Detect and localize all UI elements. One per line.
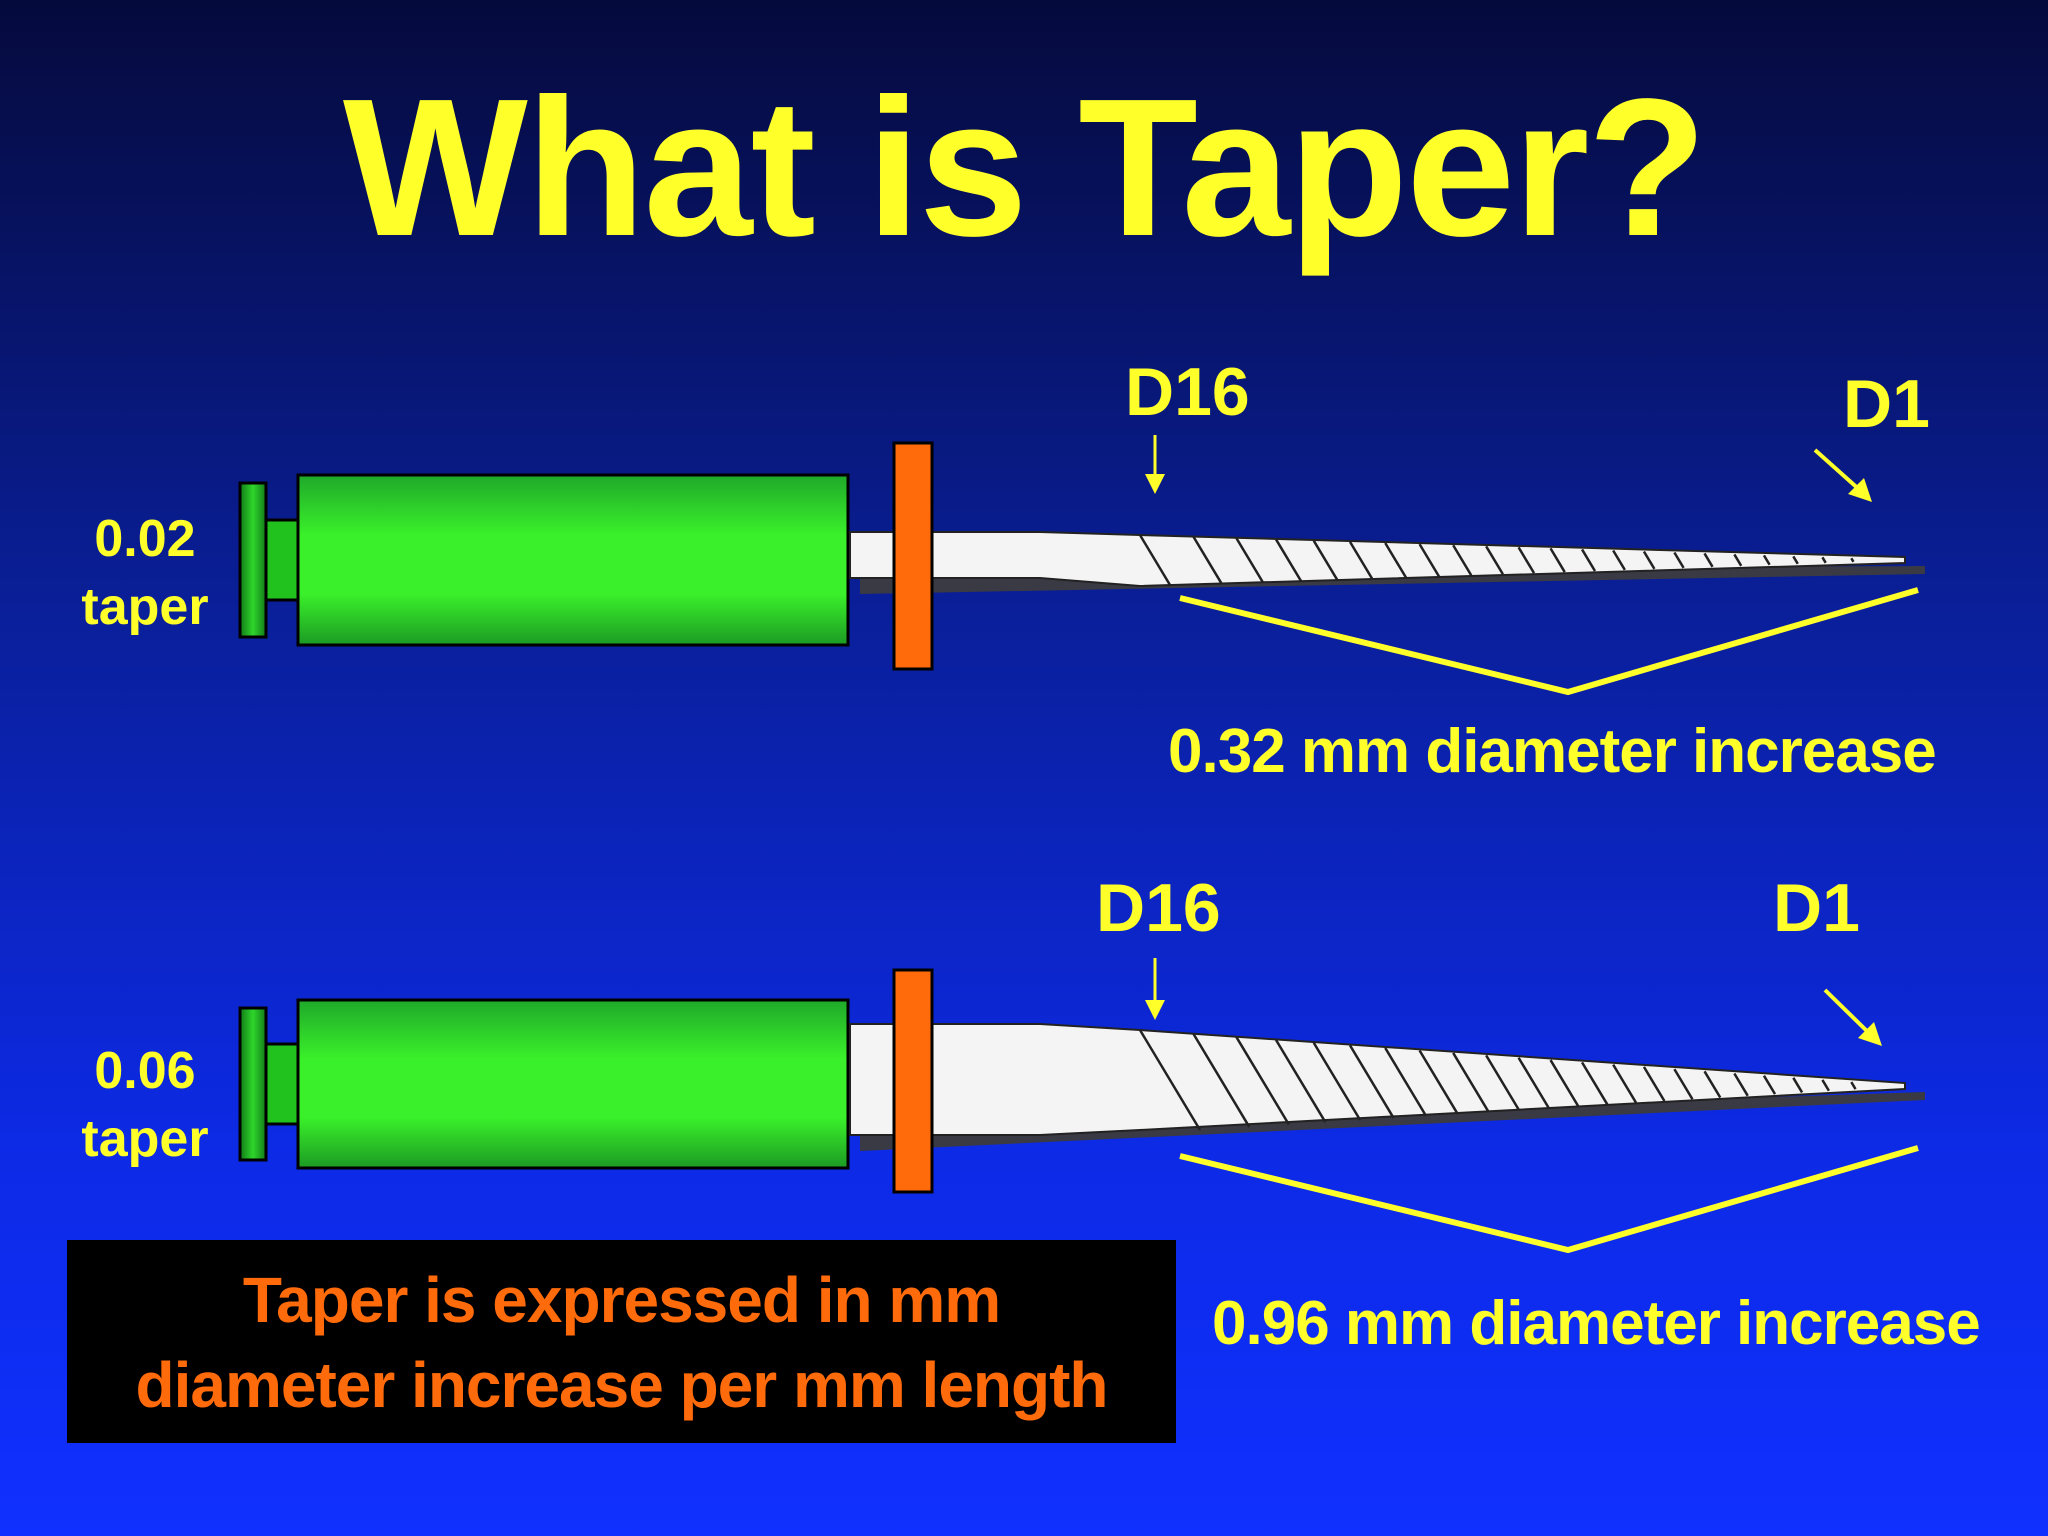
file-flutes-2 bbox=[1138, 1029, 1857, 1131]
file-shaft-1 bbox=[849, 531, 1906, 588]
d16-arrow-head-1 bbox=[1145, 474, 1165, 494]
shaft-shadow-2 bbox=[860, 1092, 1925, 1151]
diameter-increase-label-1: 0.32 mm diameter increase bbox=[1168, 717, 1937, 786]
handle-1 bbox=[296, 473, 850, 647]
d1-label-2: D1 bbox=[1773, 870, 1860, 946]
d1-arrow-1 bbox=[1813, 448, 1864, 494]
handle-neck-1 bbox=[264, 518, 300, 602]
d16-label-1: D16 bbox=[1125, 354, 1250, 430]
rubber-stop-2 bbox=[892, 968, 934, 1194]
taper-word-label-1: taper bbox=[81, 578, 209, 636]
definition-note-box: Taper is expressed in mm diameter increa… bbox=[67, 1240, 1176, 1443]
handle-end-cap-1 bbox=[238, 481, 268, 639]
handle-end-cap-2 bbox=[238, 1006, 268, 1162]
handle-2 bbox=[296, 998, 850, 1170]
measurement-brace-2 bbox=[1179, 1145, 1919, 1254]
d16-arrow-head-2 bbox=[1145, 1000, 1165, 1020]
d1-label-1: D1 bbox=[1843, 366, 1930, 442]
diameter-increase-label-2: 0.96 mm diameter increase bbox=[1212, 1289, 1981, 1358]
handle-neck-2 bbox=[264, 1042, 300, 1126]
taper-value-label-2: 0.06 bbox=[94, 1042, 196, 1100]
taper-value-label-1: 0.02 bbox=[94, 510, 196, 568]
d16-label-2: D16 bbox=[1096, 870, 1221, 946]
measurement-brace-1 bbox=[1179, 587, 1919, 696]
file-flutes-1 bbox=[1138, 534, 1855, 587]
d1-arrow-head-2 bbox=[1858, 1022, 1882, 1046]
taper-word-label-2: taper bbox=[81, 1110, 209, 1168]
definition-note-line-1: Taper is expressed in mm bbox=[242, 1264, 1001, 1336]
rubber-stop-1 bbox=[892, 441, 934, 671]
d1-arrow-2 bbox=[1823, 988, 1874, 1038]
d1-arrow-head-1 bbox=[1848, 478, 1872, 502]
slide-title: What is Taper? bbox=[342, 58, 1707, 277]
definition-note-line-2: diameter increase per mm length bbox=[135, 1349, 1108, 1421]
